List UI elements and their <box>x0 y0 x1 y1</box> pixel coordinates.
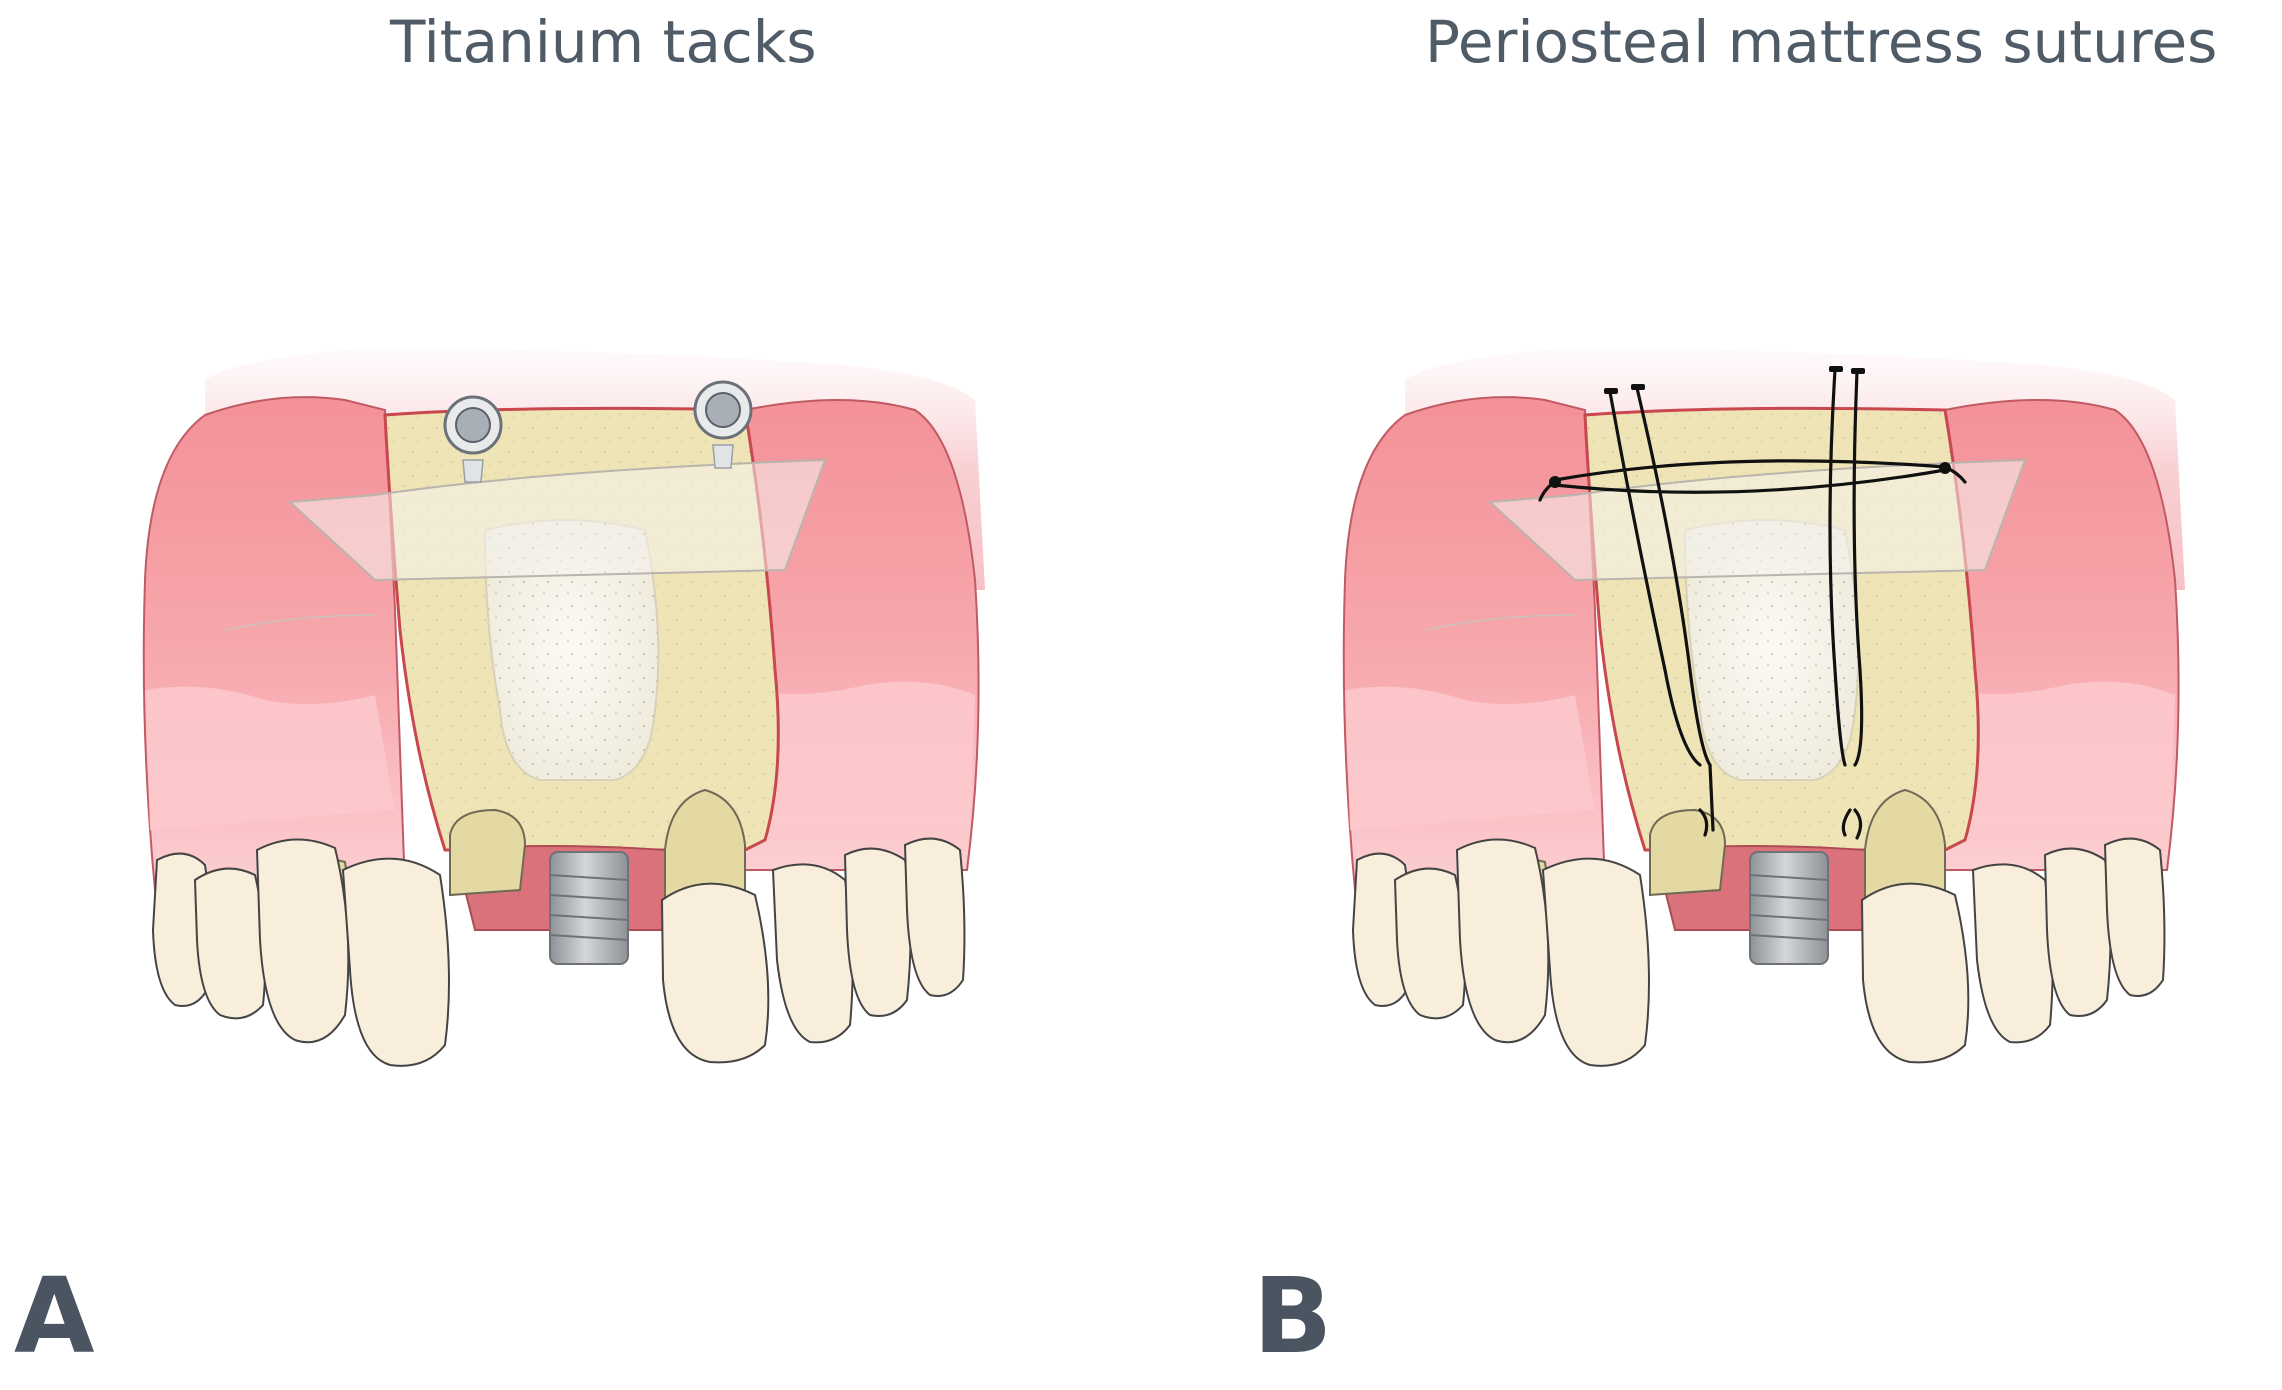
panel-b-illustration <box>1342 347 2187 1068</box>
panel-a-letter: A <box>14 1255 95 1377</box>
titanium-tack-right <box>693 380 753 469</box>
panel-b-title: Periosteal mattress sutures <box>1425 8 2218 76</box>
panel-a-illustration <box>142 347 987 1068</box>
titanium-tack-left <box>443 395 503 483</box>
panel-b-letter: B <box>1253 1255 1333 1377</box>
panel-a-title: Titanium tacks <box>390 8 817 76</box>
mattress-sutures <box>1538 368 1967 840</box>
suture-knots <box>1549 366 1951 488</box>
